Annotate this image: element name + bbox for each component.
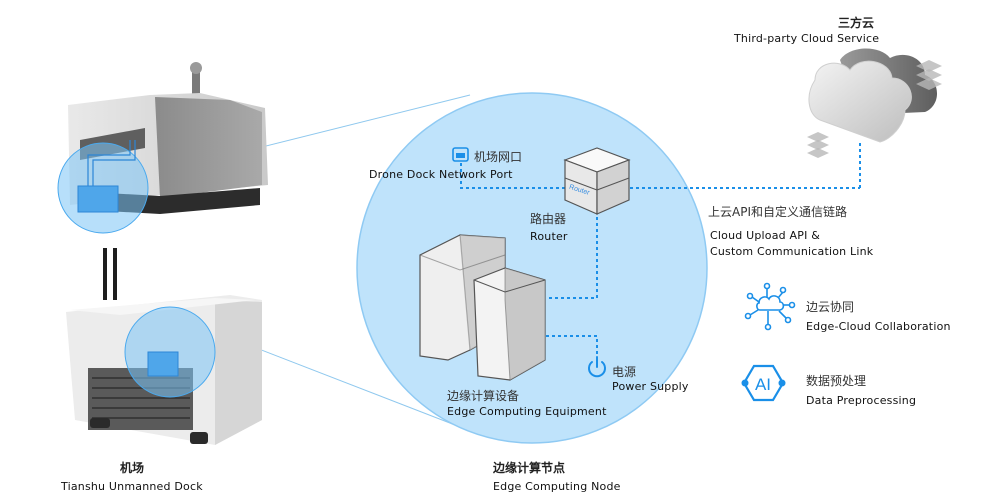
ai-hexagon-icon: AI	[741, 364, 786, 402]
network-links	[460, 142, 861, 355]
power-icon	[588, 356, 606, 378]
network-port-label-zh: 机场网口	[474, 150, 523, 164]
cloud-title-en: Third-party Cloud Service	[734, 32, 880, 45]
power-label-zh: 电源	[612, 365, 637, 379]
cloud-link-label-en-1: Cloud Upload API &	[710, 229, 821, 242]
router-label-en: Router	[530, 230, 568, 243]
dock-title-en: Tianshu Unmanned Dock	[61, 480, 203, 493]
feature-edge-cloud-zh: 边云协同	[806, 300, 855, 314]
edge-equipment-illustration	[419, 234, 546, 381]
feature-data-preprocessing-en: Data Preprocessing	[806, 394, 917, 407]
dock-top-illustration	[57, 62, 268, 234]
feature-edge-cloud-en: Edge-Cloud Collaboration	[806, 320, 951, 333]
ethernet-port-icon	[452, 147, 469, 162]
router-device	[563, 147, 631, 215]
dock-title-zh: 机场	[120, 461, 145, 475]
edge-node-title-zh: 边缘计算节点	[493, 461, 566, 475]
edge-equipment-label-zh: 边缘计算设备	[447, 389, 520, 403]
edge-cloud-network-icon	[744, 282, 796, 331]
power-label-en: Power Supply	[612, 380, 689, 393]
svg-text:AI: AI	[755, 375, 771, 394]
router-label-zh: 路由器	[530, 212, 567, 226]
port-to-router-link	[460, 163, 565, 189]
edge-equipment-label-en: Edge Computing Equipment	[447, 405, 607, 418]
cloud-link-label-zh: 上云API和自定义通信链路	[708, 205, 847, 219]
dock-bottom-illustration	[66, 248, 262, 445]
feature-data-preprocessing-zh: 数据预处理	[806, 374, 867, 388]
cloud-title-zh: 三方云	[838, 16, 875, 30]
cloud-link-label-en-2: Custom Communication Link	[710, 245, 874, 258]
router-to-edge-link	[546, 217, 598, 299]
third-party-cloud-illustration	[807, 48, 942, 158]
edge-to-power-link	[546, 335, 598, 355]
network-port-label-en: Drone Dock Network Port	[369, 168, 513, 181]
edge-node-title-en: Edge Computing Node	[493, 480, 621, 493]
